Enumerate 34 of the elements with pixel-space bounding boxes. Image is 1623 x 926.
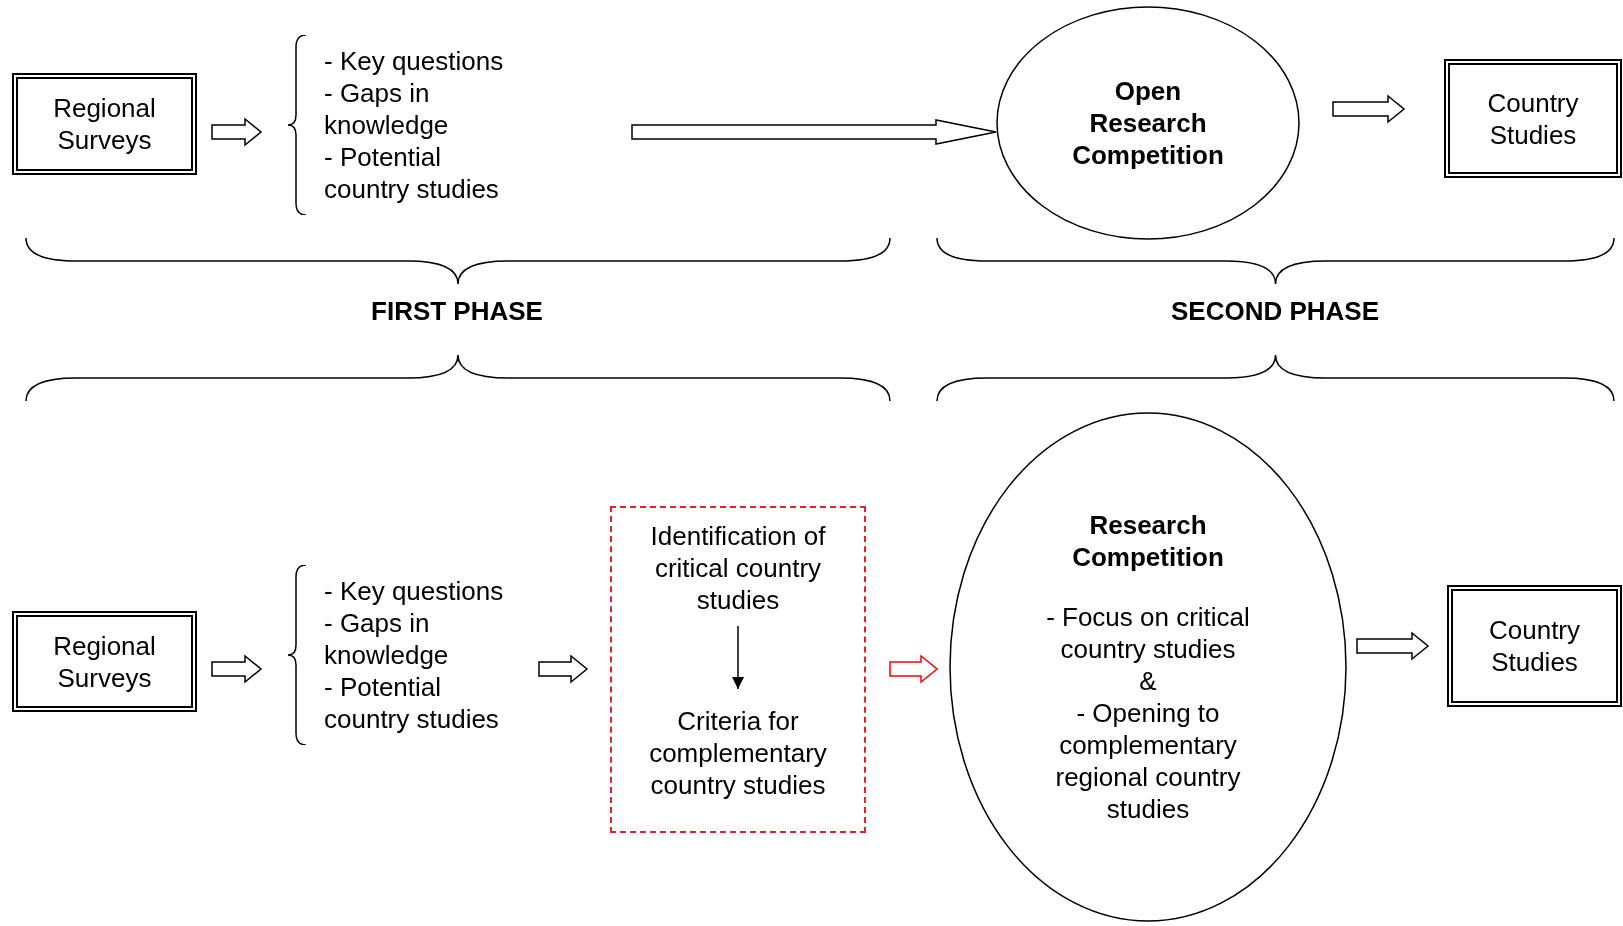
arrow [211, 117, 263, 147]
arrow [1332, 94, 1406, 124]
phase-label: SECOND PHASE [1171, 295, 1379, 327]
node-text: Criteria for complementary country studies [648, 705, 828, 801]
node-text: Regional Surveys [52, 629, 157, 694]
arrow [631, 119, 997, 145]
dashed-group-box [610, 506, 866, 833]
list-item: - Gaps in knowledge [324, 607, 450, 671]
phase-label: FIRST PHASE [371, 295, 543, 327]
list-item: - Key questions [324, 575, 505, 607]
arrow [889, 654, 939, 684]
node-text: Regional Surveys [52, 92, 157, 156]
list-item: - Gaps in knowledge [324, 77, 450, 141]
oval [996, 6, 1300, 240]
node-text: & [1139, 665, 1157, 697]
oval [949, 412, 1347, 922]
node-text: - Opening to complementary regional country studies [1054, 697, 1242, 825]
oval-title: Research Competition [1071, 509, 1225, 573]
list-item: - Potential country studies [324, 141, 500, 205]
arrow [732, 625, 744, 690]
arrow [211, 654, 263, 684]
process-box [1447, 585, 1622, 707]
oval-title: Open Research Competition [1071, 75, 1225, 171]
list-item: - Potential country studies [324, 671, 500, 735]
arrow [538, 654, 589, 684]
node-text: Country Studies [1486, 86, 1580, 151]
process-box [1444, 59, 1622, 178]
node-text: Identification of critical country studies [649, 520, 827, 616]
node-text: - Focus on critical country studies [1045, 601, 1251, 665]
node-text: Country Studies [1487, 614, 1581, 678]
arrow [1356, 631, 1430, 661]
process-box [12, 611, 197, 712]
process-box [12, 73, 197, 175]
list-item: - Key questions [324, 45, 505, 77]
